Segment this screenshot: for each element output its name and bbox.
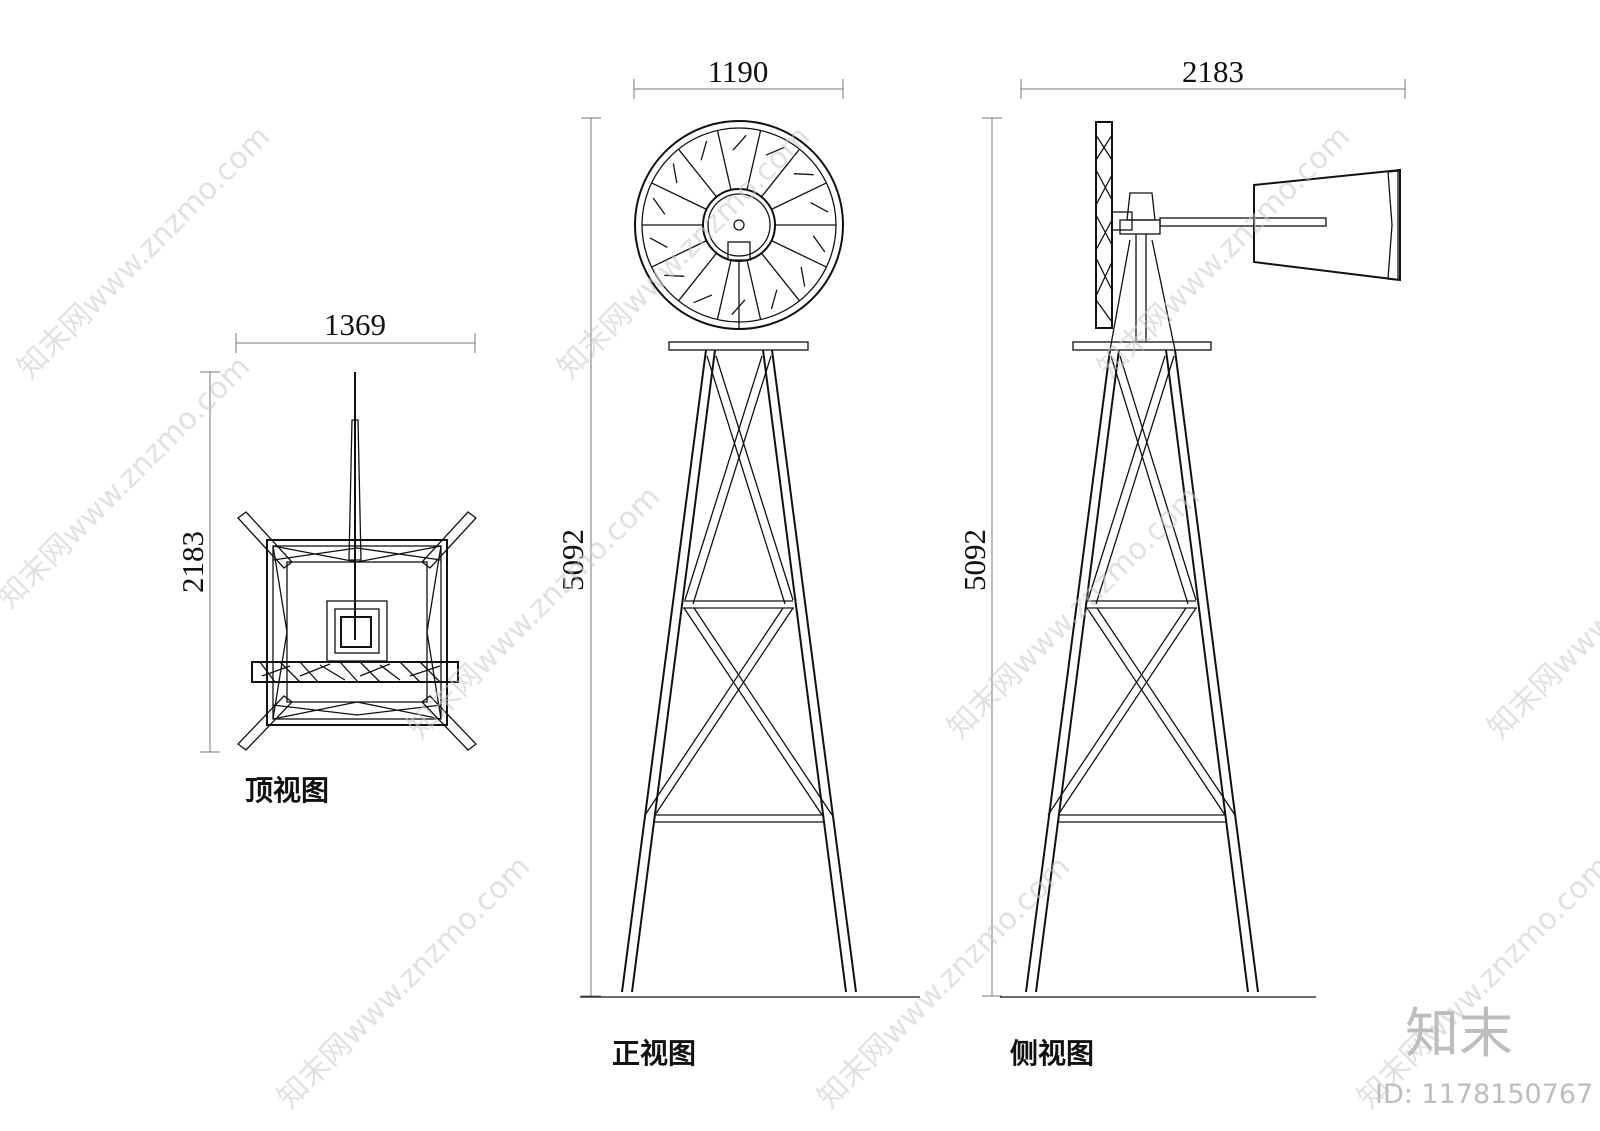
rotor-spoke: [716, 130, 732, 191]
rotor-blade-mark: [732, 134, 747, 151]
top-view-caption: 顶视图: [245, 774, 329, 807]
rotor-blade-mark: [693, 294, 713, 304]
side-height-dimension: 5092: [957, 529, 992, 591]
rotor-blade-mark: [800, 266, 806, 287]
rotor-blade-mark: [700, 140, 708, 161]
watermark-text: 知末网www.znzmo.com: [1351, 849, 1600, 1115]
top-height-dimension: 2183: [175, 531, 210, 593]
front-width-dimension: 1190: [708, 54, 769, 89]
watermark-text: 知末网www.znzmo.com: [271, 849, 537, 1115]
side-view: 2183 5092: [957, 54, 1406, 1070]
rotor-blade-mark: [793, 173, 814, 176]
rotor-blade-mark: [765, 146, 785, 156]
front-view: 1190 5092 正视图: [555, 54, 920, 1070]
rotor-blade-mark: [652, 197, 666, 215]
watermark-text: 知末网www.znzmo.com: [1481, 479, 1600, 745]
watermark-brand: 知末: [1405, 1002, 1513, 1065]
front-height-dimension: 5092: [555, 529, 590, 591]
rotor-blade-mark: [810, 201, 829, 213]
watermark-text: 知末网www.znzmo.com: [1091, 119, 1357, 385]
rotor-blade-mark: [672, 163, 678, 184]
rotor-spoke: [651, 240, 707, 268]
rotor-spoke: [678, 148, 718, 198]
top-view: 1369 2183 顶视图: [175, 307, 477, 807]
rotor-spoke: [760, 252, 800, 302]
watermark-id: ID: 1178150767: [1375, 1079, 1593, 1110]
watermark-text: 知末网www.znzmo.com: [11, 119, 277, 385]
rotor-spoke: [771, 240, 827, 268]
rotor-spoke: [746, 259, 762, 320]
rotor-blade-mark: [812, 235, 826, 253]
rotor-blade-mark: [649, 237, 668, 249]
side-width-dimension: 2183: [1182, 54, 1244, 89]
rotor-spoke: [760, 148, 800, 198]
rotor-spoke: [678, 252, 718, 302]
rotor-blade-mark: [664, 274, 685, 277]
front-view-caption: 正视图: [612, 1037, 696, 1070]
rotor-spoke: [746, 130, 762, 191]
rotor-spoke: [716, 259, 732, 320]
rotor-spoke: [651, 182, 707, 210]
watermark-text: 知末网www.znzmo.com: [941, 479, 1207, 745]
rotor-blade-mark: [770, 289, 778, 310]
top-width-dimension: 1369: [324, 307, 386, 342]
watermarks: 知末网www.znzmo.com 知末网www.znzmo.com 知末网www…: [0, 119, 1600, 1115]
watermark-text: 知末网www.znzmo.com: [0, 349, 257, 615]
rotor-spoke: [771, 182, 827, 210]
side-view-caption: 侧视图: [1010, 1037, 1094, 1070]
